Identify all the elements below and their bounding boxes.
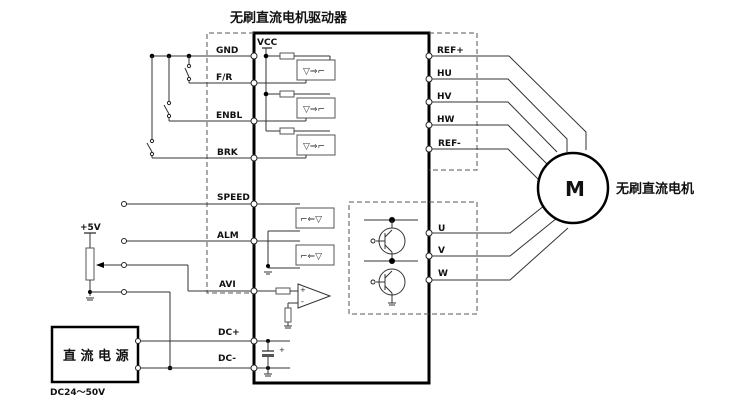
power-supply-voltage: DC24～50V <box>50 388 105 398</box>
terminal-label-alm: ALM <box>217 231 239 241</box>
terminal-label-enbl: ENBL <box>216 111 243 121</box>
terminal-label-u: U <box>438 224 445 234</box>
right-terminal-points <box>425 52 433 284</box>
switch-inputs <box>146 53 254 159</box>
terminal-label-dc-plus: DC+ <box>218 328 240 338</box>
left-terminal-points <box>250 52 258 372</box>
svg-text:▽⇒⌐: ▽⇒⌐ <box>303 105 325 115</box>
motor-wires <box>429 55 587 281</box>
output-optocouplers: ⌐⇐▽ ⌐⇐▽ <box>121 201 335 275</box>
terminal-label-brk: BRK <box>217 148 239 158</box>
svg-text:▽⇒⌐: ▽⇒⌐ <box>303 142 325 152</box>
terminal-label-speed: SPEED <box>217 193 250 203</box>
terminal-label-w: W <box>438 269 448 279</box>
left-terminal-block <box>206 32 254 294</box>
svg-text:⌐⇐▽: ⌐⇐▽ <box>300 215 322 225</box>
motor-symbol <box>536 151 610 225</box>
terminal-label-hw: HW <box>437 115 455 125</box>
svg-text:+: + <box>300 286 306 294</box>
motor-letter: M <box>565 177 585 201</box>
terminal-label-hv: HV <box>437 92 452 102</box>
driver-box <box>252 31 431 385</box>
svg-text:⌐⇐▽: ⌐⇐▽ <box>300 252 322 262</box>
terminal-label-dc-minus: DC- <box>218 354 236 364</box>
vcc-label: VCC <box>257 38 278 48</box>
svg-text:▽⇒⌐: ▽⇒⌐ <box>303 67 325 77</box>
terminal-label-avi: AVI <box>219 280 236 290</box>
power-supply: 直 流 电 源 DC24～50V <box>50 325 254 398</box>
terminal-label-v: V <box>438 246 445 256</box>
input-optocouplers: ▽⇒⌐ ▽⇒⌐ ▽⇒⌐ <box>254 52 336 159</box>
power-stage-block <box>348 201 478 315</box>
opamp: + - <box>254 283 332 329</box>
terminal-label-ref-minus: REF- <box>438 139 461 149</box>
terminal-label-gnd: GND <box>216 46 238 56</box>
potentiometer: +5V <box>80 223 254 371</box>
svg-text:-: - <box>301 297 304 306</box>
terminal-label-fr: F/R <box>216 73 232 83</box>
svg-text:+5V: +5V <box>80 223 101 233</box>
bus-capacitor: + <box>254 339 290 377</box>
terminal-label-hu: HU <box>437 69 452 79</box>
driver-title: 无刷直流电机驱动器 <box>229 10 348 26</box>
terminal-label-ref-plus: REF+ <box>437 46 464 56</box>
power-transistors <box>364 217 418 306</box>
motor-label: 无刷直流电机 <box>615 181 694 197</box>
power-supply-label: 直 流 电 源 <box>63 348 129 364</box>
svg-text:+: + <box>279 346 285 354</box>
